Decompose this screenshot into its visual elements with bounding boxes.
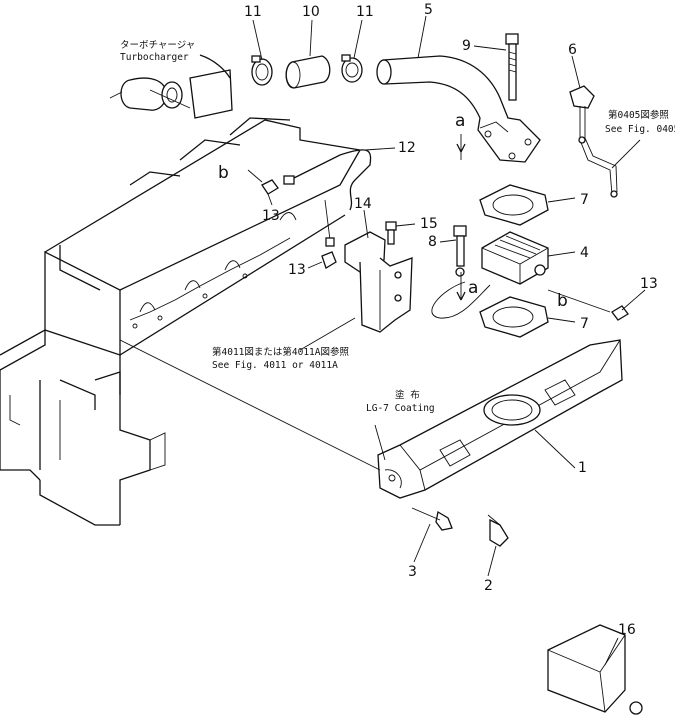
label-10: 10 (302, 4, 320, 20)
clip-13-middle (321, 251, 337, 269)
label-1: 1 (578, 460, 587, 476)
bracket-14 (344, 221, 413, 333)
label-13-right: 13 (640, 276, 658, 292)
arrow-a-mid (456, 291, 466, 301)
engine-block (0, 117, 361, 526)
gasket-lower (479, 296, 549, 338)
label-2: 2 (484, 578, 493, 594)
marker-a-top: a (455, 111, 465, 131)
bolt-8 (453, 225, 467, 277)
cable-12 (283, 149, 372, 247)
clip-13-right (611, 305, 629, 321)
note-coating-en: LG-7 Coating (366, 403, 435, 414)
label-7-lower: 7 (580, 316, 589, 332)
label-14: 14 (354, 196, 372, 212)
note-fig4011-jp: 第4011図または第4011A図参照 (212, 346, 349, 358)
label-6: 6 (568, 42, 577, 58)
heater-wire (431, 281, 491, 319)
label-3: 3 (408, 564, 417, 580)
clip-13-left (261, 179, 279, 195)
label-11-right: 11 (356, 4, 374, 20)
label-5: 5 (424, 2, 433, 18)
marker-b-left: b (218, 163, 229, 183)
note-fig4011-en: See Fig. 4011 or 4011A (212, 360, 338, 371)
bolt-9 (505, 33, 519, 101)
leader-lines (119, 15, 646, 666)
label-9: 9 (462, 38, 471, 54)
hose (285, 55, 331, 89)
note-fig0405-jp: 第0405図参照 (608, 109, 669, 121)
note-fig0405-en: See Fig. 0405 (605, 124, 675, 135)
label-13-middle: 13 (288, 262, 306, 278)
gasket-upper (479, 184, 549, 226)
label-15: 15 (420, 216, 438, 232)
label-4: 4 (580, 245, 589, 261)
label-8: 8 (428, 234, 437, 250)
hose-clamp-right (341, 54, 363, 83)
intake-heater (481, 231, 549, 285)
label-13-left: 13 (262, 208, 280, 224)
sensor-6 (569, 85, 618, 198)
hose-clamp-left (251, 55, 273, 86)
arrow-a-top (456, 143, 466, 153)
note-coating-jp: 塗 布 (395, 389, 420, 401)
label-7-upper: 7 (580, 192, 589, 208)
note-turbocharger-jp: ターボチャージャ (120, 40, 195, 51)
turbocharger (109, 54, 233, 119)
part-16 (547, 624, 643, 715)
marker-a-mid: a (468, 278, 478, 298)
label-16: 16 (618, 622, 636, 638)
marker-b-right: b (557, 291, 568, 311)
note-turbocharger-en: Turbocharger (120, 52, 189, 63)
label-11-left: 11 (244, 4, 262, 20)
manifold (377, 339, 623, 499)
bolt-3 (411, 507, 453, 531)
bolt-2 (487, 514, 509, 547)
air-pipe (376, 55, 541, 163)
label-12: 12 (398, 140, 416, 156)
